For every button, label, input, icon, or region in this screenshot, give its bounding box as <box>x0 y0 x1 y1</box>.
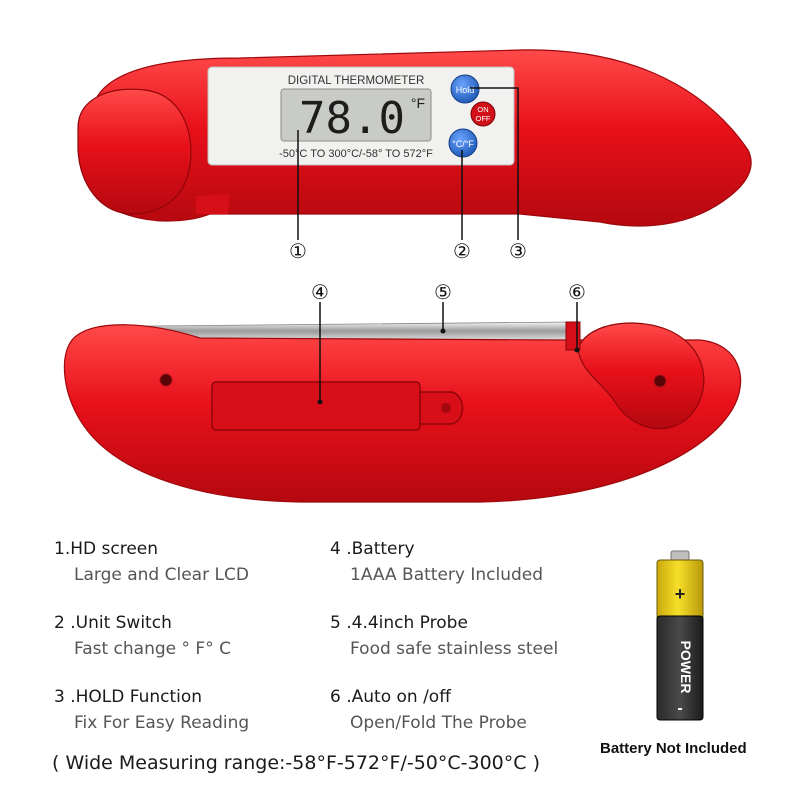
lcd-screen <box>280 88 432 142</box>
callout-2: ② <box>453 239 471 263</box>
callout-3: ③ <box>509 239 527 263</box>
callout-5: ⑤ <box>434 280 452 304</box>
feature-desc: 1AAA Battery Included <box>350 565 544 585</box>
feature-desc: Fast change ° F° C <box>74 639 231 659</box>
onoff-bottom-label: OFF <box>476 114 491 123</box>
screw-right <box>653 374 667 388</box>
cover-tab-hole <box>441 403 451 413</box>
lcd-reading: 78.0 <box>299 93 405 144</box>
feature-title: 5 .4.4inch Probe <box>330 613 468 633</box>
hold-button[interactable]: Hold <box>450 74 480 104</box>
probe-hinge <box>196 194 230 214</box>
battery-power-label: POWER <box>678 641 694 694</box>
callout-6: ⑥ <box>568 280 586 304</box>
knob-top <box>77 88 192 215</box>
feature-5: 5 .4.4inch Probe Food safe stainless ste… <box>330 612 558 660</box>
feature-desc: Fix For Easy Reading <box>74 713 250 733</box>
onoff-top-label: ON <box>477 105 488 114</box>
unit-switch-button[interactable]: °C/°F <box>448 128 478 158</box>
battery-cover[interactable] <box>211 381 421 431</box>
thermometer-bottom: ④ ⑤ ⑥ <box>63 280 742 503</box>
measuring-range-footnote: ( Wide Measuring range:-58°F-572°F/-50°C… <box>52 752 540 774</box>
feature-3: 3 .HOLD Function Fix For Easy Reading <box>54 686 249 734</box>
aaa-battery: + POWER - <box>656 550 704 721</box>
thermometer-top: DIGITAL THERMOMETER 78.0 °F -50°C TO 300… <box>77 49 752 263</box>
lcd-unit: °F <box>411 95 425 111</box>
battery-body <box>656 615 704 721</box>
battery-not-included-label: Battery Not Included <box>600 740 747 757</box>
feature-title: 3 .HOLD Function <box>54 687 203 707</box>
callout-4: ④ <box>311 280 329 304</box>
feature-2: 2 .Unit Switch Fast change ° F° C <box>54 612 231 660</box>
feature-title: 2 .Unit Switch <box>54 613 172 633</box>
probe-hinge-bottom <box>565 321 581 351</box>
feature-title: 6 .Auto on /off <box>330 687 451 707</box>
onoff-button[interactable]: ON OFF <box>470 101 496 127</box>
screw-left <box>159 373 173 387</box>
leader-3 <box>470 87 519 240</box>
feature-desc: Large and Clear LCD <box>74 565 249 585</box>
feature-desc: Open/Fold The Probe <box>350 713 527 733</box>
hold-button-label: Hold <box>456 85 475 95</box>
battery-plus: + <box>675 584 686 604</box>
feature-1: 1.HD screen Large and Clear LCD <box>54 538 249 586</box>
battery-minus: - <box>677 700 682 717</box>
knob-bottom <box>577 322 705 430</box>
feature-4: 4 .Battery 1AAA Battery Included <box>330 538 543 586</box>
feature-desc: Food safe stainless steel <box>350 639 559 659</box>
panel-title: DIGITAL THERMOMETER <box>288 75 425 87</box>
callout-1: ① <box>289 239 307 263</box>
feature-title: 1.HD screen <box>54 539 159 559</box>
unit-button-label: °C/°F <box>452 139 474 149</box>
feature-title: 4 .Battery <box>330 539 415 559</box>
feature-6: 6 .Auto on /off Open/Fold The Probe <box>330 686 527 734</box>
range-label: -50°C TO 300°C/-58° TO 572°F <box>279 148 433 160</box>
